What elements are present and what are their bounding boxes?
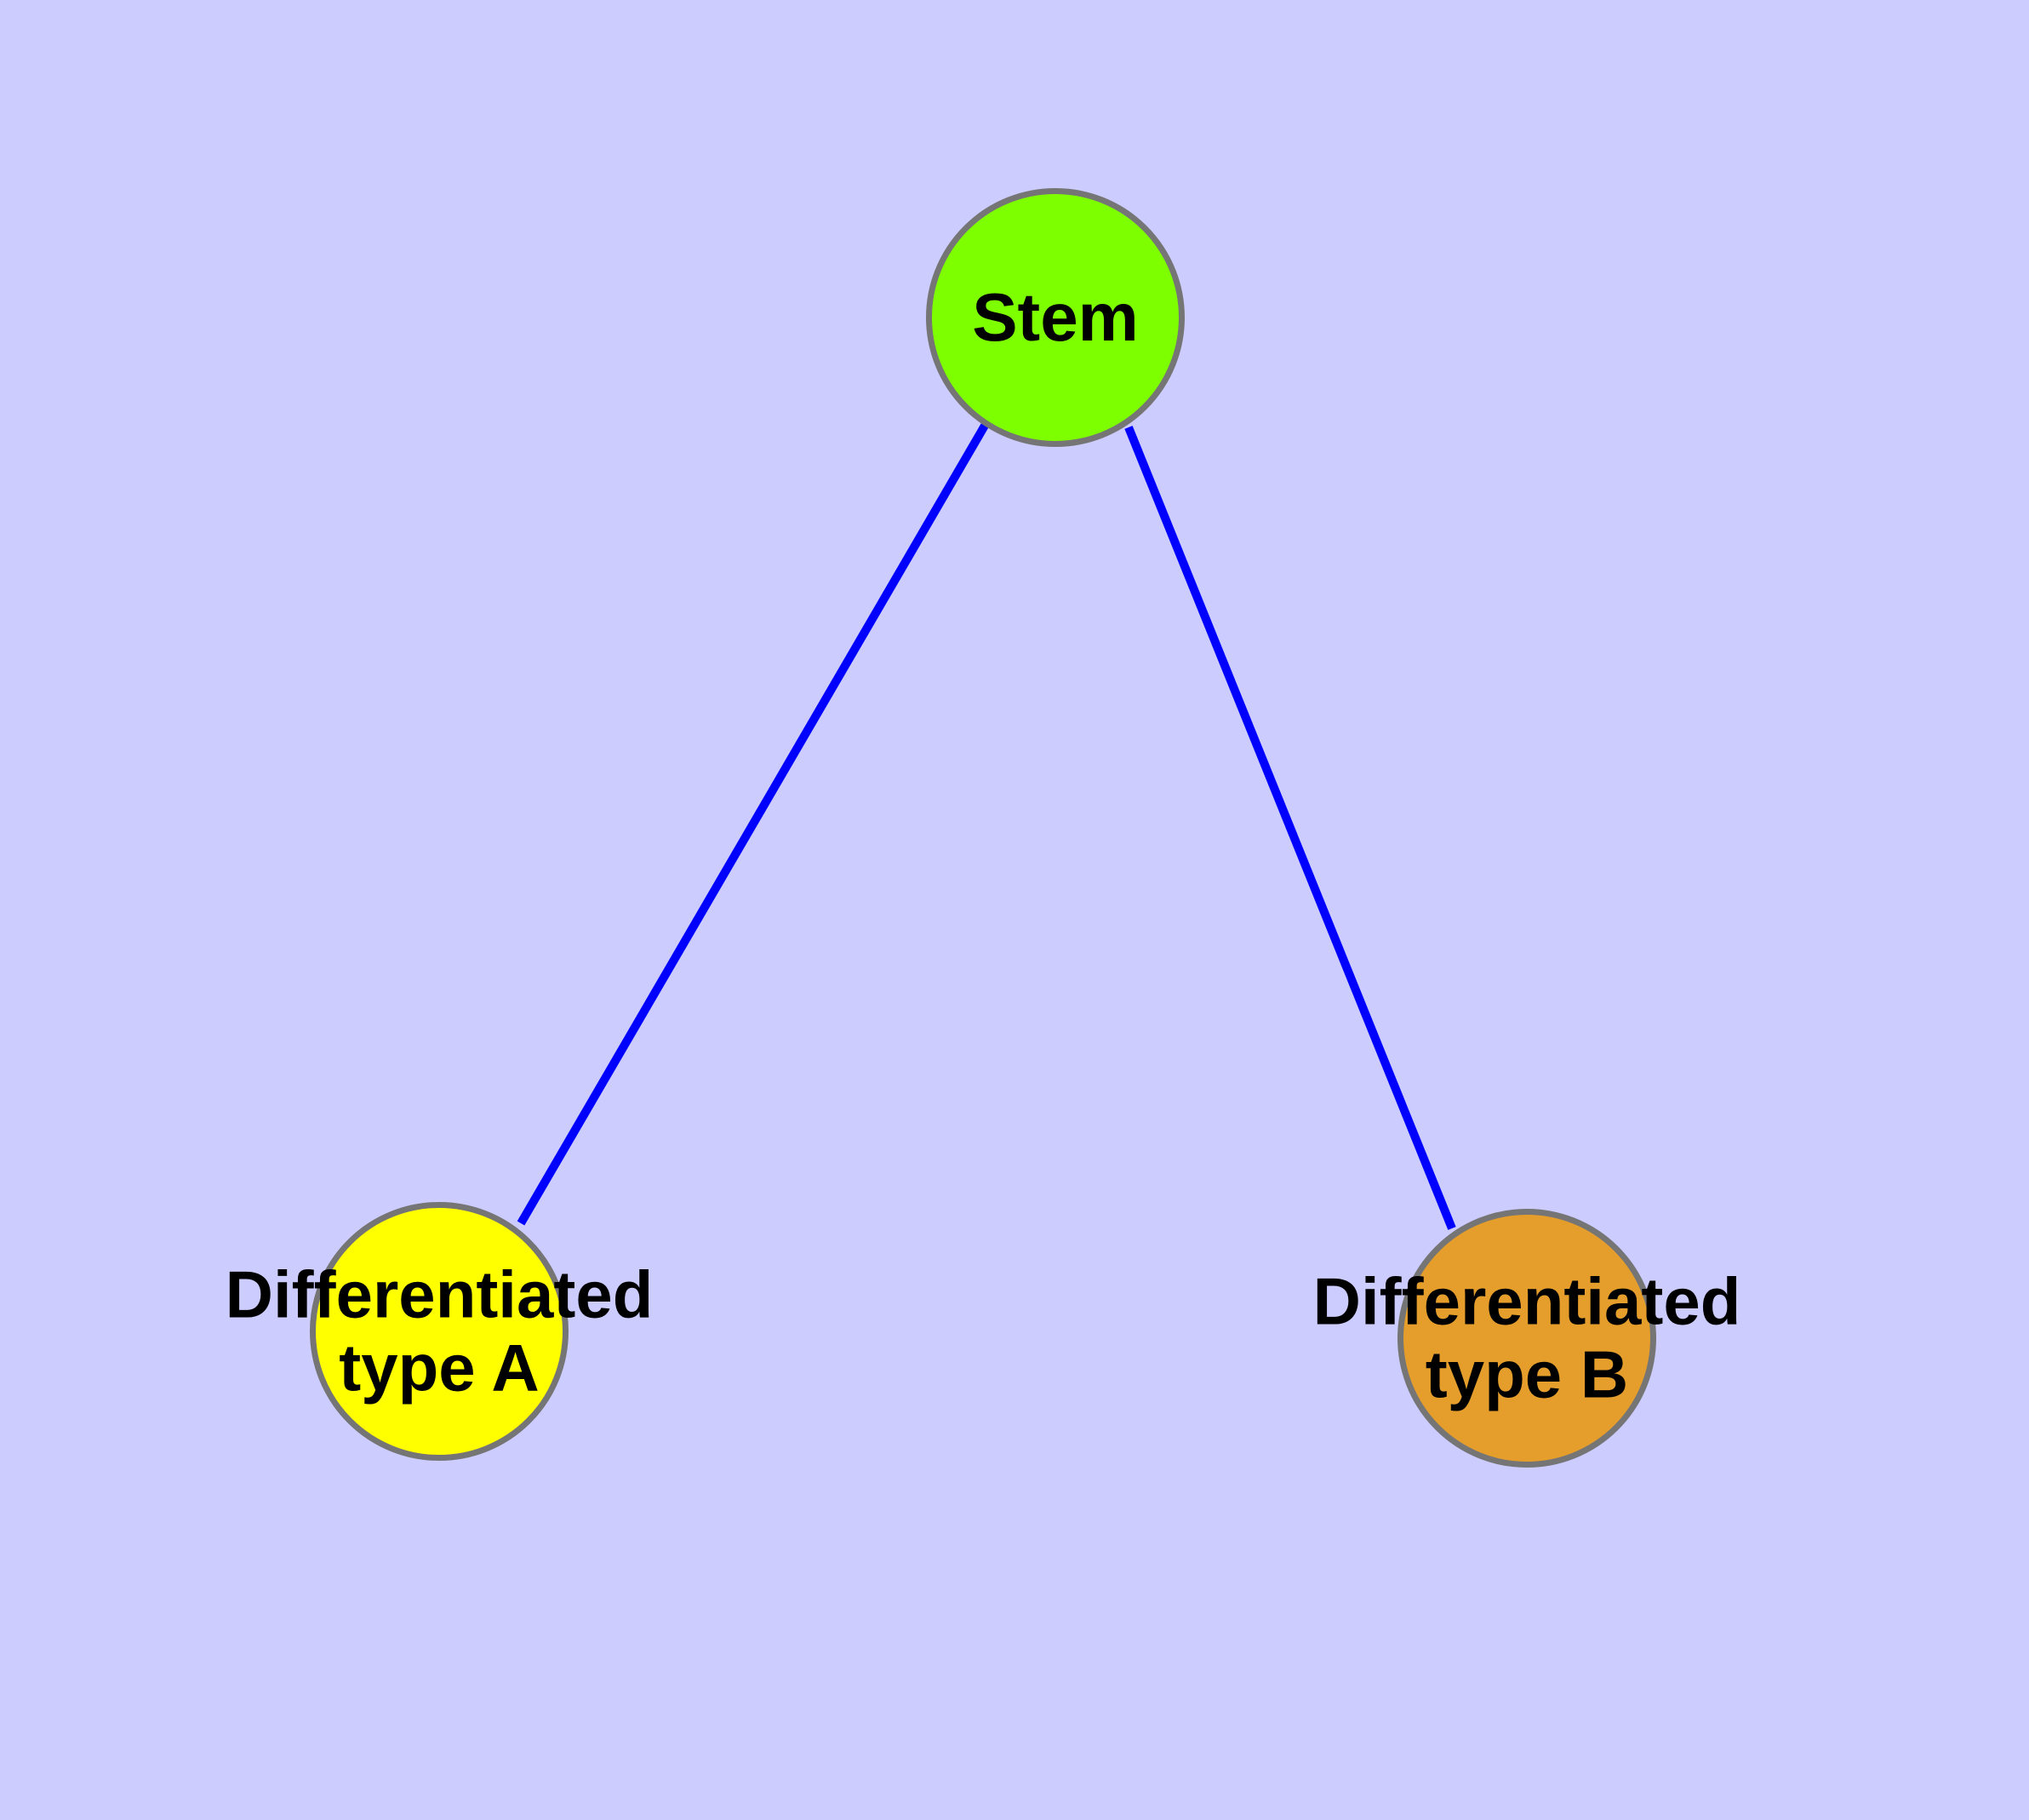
nodes-layer: [310, 188, 1656, 1468]
node-label-stem: Stem: [972, 279, 1139, 355]
node-stem[interactable]: [926, 188, 1185, 447]
node-diff-a[interactable]: [310, 1202, 569, 1461]
node-label-line: type A: [339, 1331, 540, 1405]
edges-layer: [517, 423, 1456, 1230]
node-diff-b[interactable]: [1397, 1209, 1656, 1468]
node-label-line: Differentiated: [226, 1257, 654, 1332]
node-label-line: Stem: [972, 279, 1139, 355]
edge-stem-to-diff-a: [517, 423, 989, 1226]
node-label-line: Differentiated: [1313, 1264, 1741, 1339]
edge-stem-to-diff-b: [1124, 426, 1456, 1230]
node-label-line: type B: [1426, 1337, 1628, 1412]
